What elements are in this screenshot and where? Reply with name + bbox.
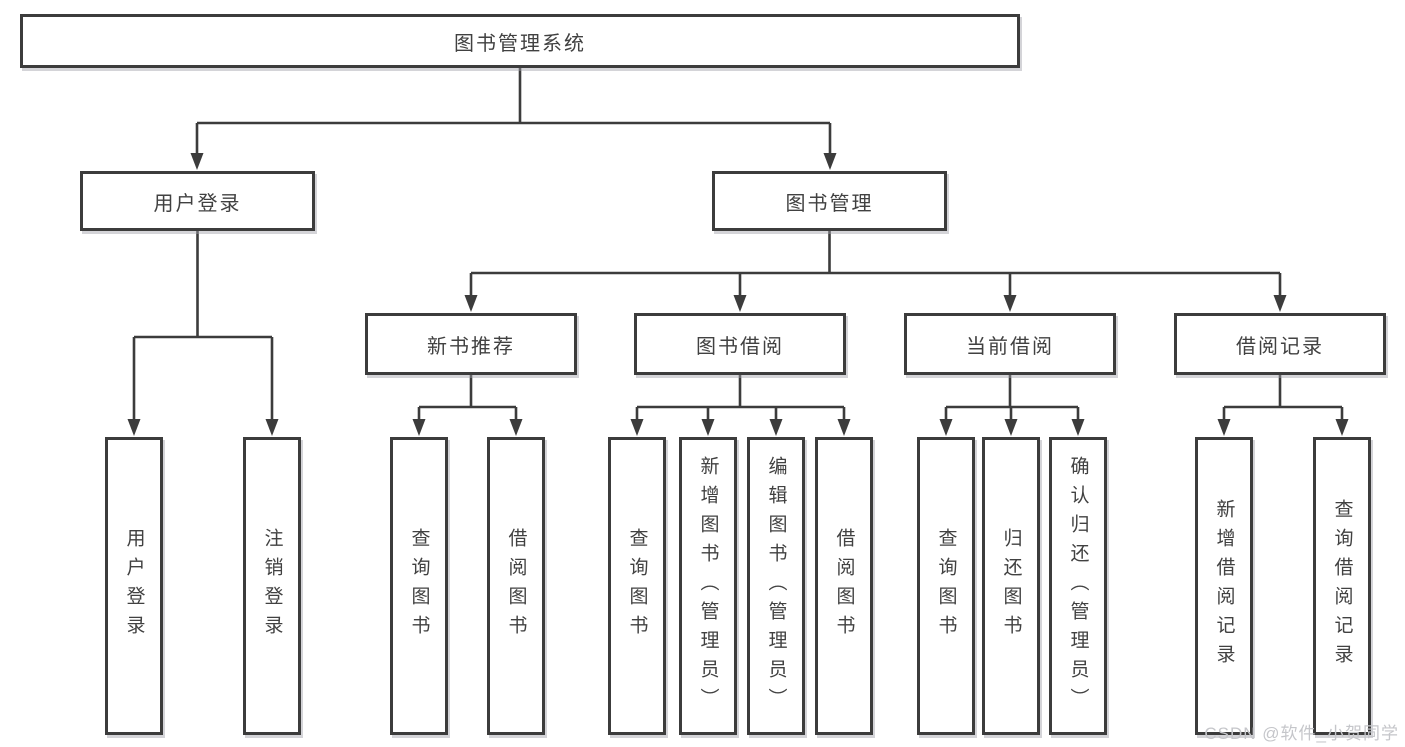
leaf-borrow-query-book: 查询图书 [608, 437, 666, 735]
arrowhead [701, 419, 715, 436]
leaf-current-return-book: 归还图书 [982, 437, 1040, 735]
connector-book-management-to-level3 [469, 231, 1282, 298]
node-new-book-recommend: 新书推荐 [365, 313, 577, 375]
node-book-borrow: 图书借阅 [634, 313, 846, 375]
arrowhead [190, 153, 204, 170]
leaf-user-login: 用户登录 [105, 437, 163, 735]
arrowhead [837, 419, 851, 436]
node-book-management: 图书管理 [712, 171, 947, 231]
arrowhead [1004, 419, 1018, 436]
arrowhead [464, 295, 478, 312]
arrowhead [1003, 295, 1017, 312]
leaf-logout-login: 注销登录 [243, 437, 301, 735]
node-borrow-records: 借阅记录 [1174, 313, 1386, 375]
connector-book-borrow-to-leaves [635, 375, 846, 422]
leaf-borrow-borrow-book: 借阅图书 [815, 437, 873, 735]
connector-current-borrow-to-leaves [944, 375, 1080, 422]
node-user-login: 用户登录 [80, 171, 315, 231]
arrowheads [127, 153, 1349, 436]
leaf-current-confirm-return-admin: 确认归还（管理员） [1049, 437, 1107, 735]
arrowhead [1217, 419, 1231, 436]
arrowhead [823, 153, 837, 170]
arrowhead [1335, 419, 1349, 436]
arrowhead [630, 419, 644, 436]
arrowhead [127, 419, 141, 436]
arrowhead [509, 419, 523, 436]
arrowhead [939, 419, 953, 436]
leaf-recommend-borrow-book: 借阅图书 [487, 437, 545, 735]
arrowhead [265, 419, 279, 436]
connector-root-to-level2 [195, 68, 832, 156]
arrowhead [1071, 419, 1085, 436]
leaf-records-add-record: 新增借阅记录 [1195, 437, 1253, 735]
leaf-borrow-edit-book-admin: 编辑图书（管理员） [747, 437, 805, 735]
arrowhead [412, 419, 426, 436]
arrowhead [733, 295, 747, 312]
node-library-management-system: 图书管理系统 [20, 14, 1020, 68]
node-current-borrow: 当前借阅 [904, 313, 1116, 375]
connector-paths [132, 68, 1344, 422]
connector-new-book-recommend-to-leaves [417, 375, 518, 422]
leaf-current-query-book: 查询图书 [917, 437, 975, 735]
arrowhead [1273, 295, 1287, 312]
connector-user-login-to-leaves [132, 231, 274, 422]
connector-borrow-records-to-leaves [1222, 375, 1344, 422]
arrowhead [769, 419, 783, 436]
leaf-records-query-record: 查询借阅记录 [1313, 437, 1371, 735]
csdn-watermark: CSDN @软件_小贺同学 [1204, 724, 1399, 743]
leaf-borrow-add-book-admin: 新增图书（管理员） [679, 437, 737, 735]
leaf-recommend-query-book: 查询图书 [390, 437, 448, 735]
